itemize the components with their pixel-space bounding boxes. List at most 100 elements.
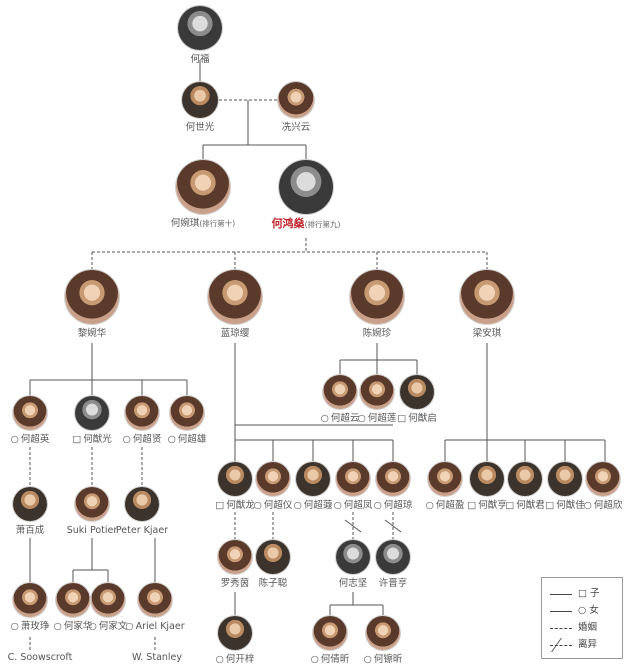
person-he-chaolian: ○ 何超莲 [312, 375, 442, 425]
person-name: 罗秀茵 [220, 578, 250, 589]
person-he-qianxin: ○ 何倩昕 [265, 616, 395, 666]
gender-mark: □ [215, 500, 225, 511]
person-name: 何超莲 [367, 413, 397, 424]
portrait [336, 462, 370, 496]
person-he-kaizi: ○何开梓 [170, 616, 300, 666]
person-name: 何猷佳 [556, 500, 585, 511]
person-he-zhijian: 何志坚 [288, 540, 418, 590]
portrait [460, 270, 514, 324]
person-name: 何超蕸 [303, 500, 333, 511]
person-name: Suki Potier [66, 525, 118, 536]
portrait [75, 487, 109, 521]
portrait [56, 583, 90, 617]
person-name: 陈婉珍 [362, 328, 392, 339]
person-w-stanley: W. Stanley [92, 652, 222, 664]
legend-son: □ 子 [550, 588, 620, 600]
legend-marriage: 婚姻 [550, 622, 620, 634]
portrait [13, 396, 47, 430]
person-he-chaorui: ○何超蕸 [248, 462, 378, 512]
person-name: 何鸿燊 [271, 217, 305, 230]
person-name: 冼兴云 [281, 122, 311, 133]
person-name: 何家文 [98, 621, 128, 632]
portrait [376, 540, 410, 574]
person-luo-xiuyin: 罗秀茵 [170, 540, 300, 590]
gender-mark: ○ [373, 500, 382, 511]
legend-daughter-label: ○ 女 [578, 605, 599, 616]
person-name: 何超欣 [593, 500, 623, 511]
gender-mark: ○ [363, 654, 372, 665]
person-name: 何超云 [330, 413, 360, 424]
portrait [350, 270, 404, 324]
portrait [170, 396, 204, 430]
person-name: 何猷光 [83, 434, 112, 445]
portrait [586, 462, 620, 496]
portrait [313, 616, 347, 650]
person-he-chaoqiong: ○何超琼 [328, 462, 458, 512]
dashed-line-icon [550, 628, 572, 629]
person-name: 萧玫琤 [20, 621, 50, 632]
person-xiao-meizheng: ○萧玫琤 [0, 583, 95, 633]
person-he-chaoxin: ○何超欣 [538, 462, 630, 512]
person-li-wanhua: 黎婉华 [27, 270, 157, 340]
portrait [208, 270, 262, 324]
portrait [13, 583, 47, 617]
gender-mark: ○ [293, 500, 302, 511]
gender-mark: ○ [10, 434, 19, 445]
person-name: 何超贤 [132, 434, 162, 445]
person-name: C. Soowscroft [7, 652, 73, 663]
person-name: 何超雄 [177, 434, 207, 445]
person-xian-xingyun: 冼兴云 [231, 82, 361, 134]
gender-mark: ○ [253, 500, 262, 511]
person-he-jiahua: ○何家华 [8, 583, 138, 633]
person-he-xianqi: □何猷启 [352, 375, 482, 425]
person-name: 梁安琪 [472, 328, 502, 339]
legend-marriage-label: 婚姻 [578, 622, 598, 633]
portrait [256, 462, 290, 496]
portrait [13, 487, 47, 521]
person-he-chaoying: ○何超英 [0, 396, 95, 446]
person-lan-qiongying: 蓝琼缨 [170, 270, 300, 340]
person-name: 何倩昕 [320, 654, 350, 665]
person-he-jiawen: ○何家文 [43, 583, 173, 633]
person-he-xianheng: □何猷亨 [422, 462, 552, 512]
person-liang-anqi: 梁安琪 [422, 270, 552, 340]
gender-mark: ○ [320, 413, 329, 424]
gender-mark: □ [72, 434, 82, 445]
person-he-xianlong: □何猷龙 [170, 462, 300, 512]
person-he-hongshen: 何鸿燊(排行第九) [241, 160, 371, 231]
person-he-xianguang: □何猷光 [27, 396, 157, 446]
gender-mark: □ [397, 413, 407, 424]
person-name: 何超仪 [263, 500, 293, 511]
person-suki-potier: Suki Potier [27, 487, 157, 537]
gender-mark: ○ [122, 434, 131, 445]
person-name: 黎婉华 [77, 328, 107, 339]
person-he-xianjia: □ 何猷佳 [500, 462, 630, 512]
person-he-xianjun: □何猷君 [460, 462, 590, 512]
person-name: W. Stanley [131, 652, 183, 663]
person-name: 何超英 [20, 434, 50, 445]
portrait [336, 540, 370, 574]
portrait [548, 462, 582, 496]
person-chen-wanzhen: 陈婉珍 [312, 270, 442, 340]
portrait [178, 6, 222, 50]
person-xu-jinheng: 许晋亨 [328, 540, 458, 590]
legend-son-label: □ 子 [578, 588, 600, 599]
solid-line-icon [550, 611, 572, 612]
person-name: 何猷启 [408, 413, 437, 424]
person-name: 何福 [190, 54, 210, 65]
birth-rank: (排行第九) [304, 220, 341, 229]
gender-mark: □ [467, 500, 477, 511]
person-he-tingxin: ○何镲昕 [318, 616, 448, 666]
portrait [400, 375, 434, 409]
person-name: Peter Kjaer [115, 525, 169, 536]
portrait [218, 462, 252, 496]
person-name: 何猷君 [516, 500, 545, 511]
portrait [256, 540, 290, 574]
portrait [360, 375, 394, 409]
portrait [125, 396, 159, 430]
solid-line-icon [550, 594, 572, 595]
portrait [125, 487, 159, 521]
portrait [428, 462, 462, 496]
gender-mark: □ [505, 500, 515, 511]
